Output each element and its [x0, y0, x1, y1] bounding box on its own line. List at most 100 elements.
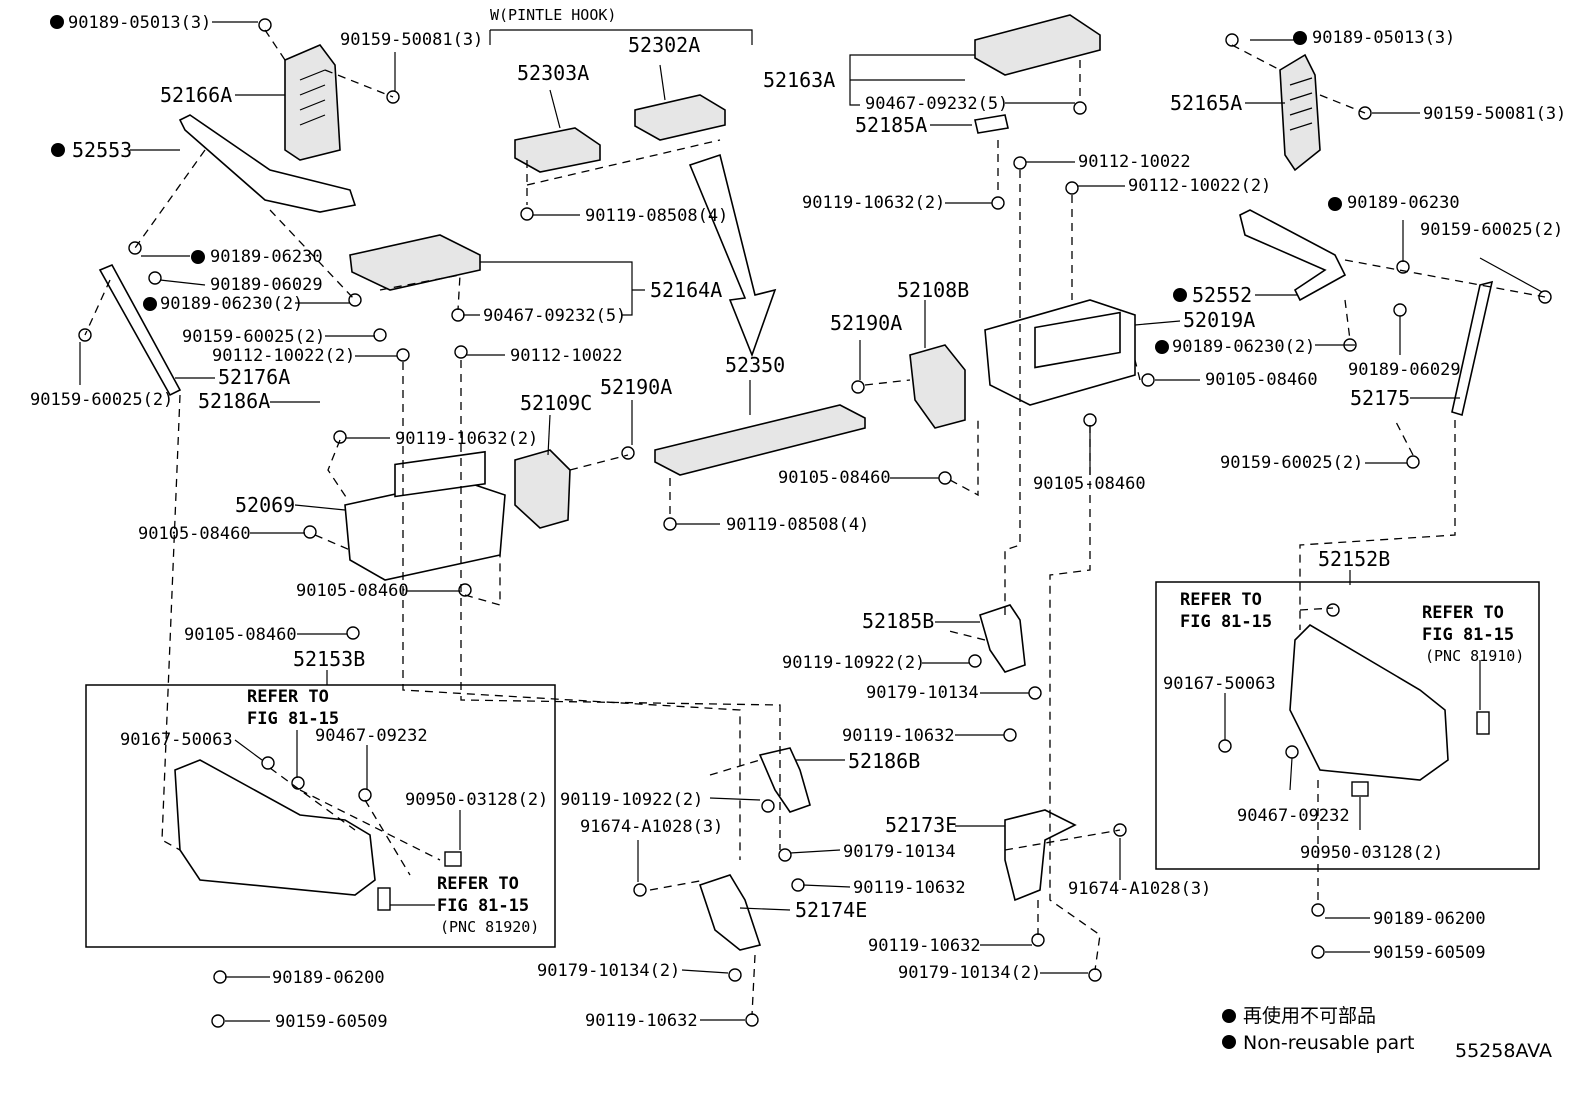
- label-52553: 52553: [72, 138, 132, 162]
- bracket-52174e-drawing: [698, 874, 762, 951]
- label-90467-09232-5-b: 90467-09232(5): [865, 94, 1008, 114]
- cover-52166a-drawing: [284, 44, 341, 161]
- label-90112-10022-2-right: 90112-10022(2): [1128, 176, 1271, 196]
- label-90467-09232-5-a: 90467-09232(5): [483, 306, 626, 326]
- label-90105-08460-e: 90105-08460: [778, 468, 891, 488]
- label-52165a: 52165A: [1170, 91, 1242, 115]
- refer-left-b-line1: REFER TO: [437, 874, 519, 894]
- label-90119-08508-4-b: 90119-08508(4): [726, 515, 869, 535]
- clip-52185a-drawing: [974, 114, 1009, 134]
- label-52350: 52350: [725, 353, 785, 377]
- cover-52108b-drawing: [909, 344, 966, 429]
- non-reusable-markers: [50, 15, 1342, 1049]
- label-90119-10922-2-a: 90119-10922(2): [560, 790, 703, 810]
- label-90189-06230-2-left: 90189-06230(2): [160, 294, 303, 314]
- label-52185a: 52185A: [855, 113, 927, 137]
- label-52152b: 52152B: [1318, 547, 1390, 571]
- refer-left-line2: FIG 81-15: [247, 709, 339, 729]
- label-90105-08460-c: 90105-08460: [184, 625, 297, 645]
- direction-arrow: [688, 153, 777, 358]
- label-52174e: 52174E: [795, 898, 867, 922]
- plate-52302a-drawing: [634, 94, 726, 141]
- label-52190a-a: 52190A: [600, 375, 672, 399]
- label-90189-06200-right: 90189-06200: [1373, 909, 1486, 929]
- strip-52176a-drawing: [98, 263, 182, 397]
- bracket-52553-drawing: [178, 114, 357, 213]
- label-90119-10922-2-b: 90119-10922(2): [782, 653, 925, 673]
- bracket-52173e-drawing: [1004, 809, 1077, 902]
- fastener-drawings: [78, 18, 1552, 1028]
- label-90189-05013-left: 90189-05013(3): [68, 13, 211, 33]
- label-90112-10022-right: 90112-10022: [1078, 152, 1191, 172]
- label-90105-08460-a: 90105-08460: [138, 524, 251, 544]
- label-90119-10632-right2: 90119-10632: [868, 936, 981, 956]
- label-90119-10632-right: 90119-10632: [842, 726, 955, 746]
- label-90105-08460-b: 90105-08460: [296, 581, 409, 601]
- label-90119-08508-4-a: 90119-08508(4): [585, 206, 728, 226]
- refer-right-b-line2: FIG 81-15: [1422, 625, 1514, 645]
- label-90167-50063-left: 90167-50063: [120, 730, 233, 750]
- label-52186a: 52186A: [198, 389, 270, 413]
- label-90159-50081-left: 90159-50081(3): [340, 30, 483, 50]
- label-90112-10022-mid: 90112-10022: [510, 346, 623, 366]
- label-90159-60509-right: 90159-60509: [1373, 943, 1486, 963]
- pnc-left: (PNC 81920): [440, 918, 539, 936]
- label-52069: 52069: [235, 493, 295, 517]
- label-90179-10134-2-b: 90179-10134(2): [898, 963, 1041, 983]
- label-90119-10632-mid: 90119-10632: [853, 878, 966, 898]
- label-52164a: 52164A: [650, 278, 722, 302]
- label-90159-60025-2-right2: 90159-60025(2): [1220, 453, 1363, 473]
- diagram-code: 55258AVA: [1455, 1040, 1552, 1062]
- label-90189-06029-right: 90189-06029: [1348, 360, 1461, 380]
- label-90467-09232-right: 90467-09232: [1237, 806, 1350, 826]
- part-drawings: [98, 14, 1494, 951]
- label-52190a-b: 52190A: [830, 311, 902, 335]
- plate-52164a-drawing: [349, 234, 481, 291]
- bumper-52153b-drawing: [174, 759, 376, 896]
- label-52153b: 52153B: [293, 647, 365, 671]
- label-90189-06029-left: 90189-06029: [210, 275, 323, 295]
- bracket-52185b-drawing: [979, 604, 1026, 673]
- bumper-52152b-drawing: [1289, 623, 1449, 781]
- label-90950-03128-2-right: 90950-03128(2): [1300, 843, 1443, 863]
- label-90179-10134-right: 90179-10134: [866, 683, 979, 703]
- bracket-52552-drawing: [1239, 209, 1347, 302]
- group-title-pintle-hook: W(PINTLE HOOK): [490, 6, 616, 24]
- label-90105-08460-d: 90105-08460: [1205, 370, 1318, 390]
- label-90119-10632-2-right: 90119-10632(2): [802, 193, 945, 213]
- bracket-52109c-drawing: [514, 449, 571, 529]
- label-90119-10632-2-left: 90119-10632(2): [395, 429, 538, 449]
- leader-lines: [79, 21, 1543, 1022]
- label-90189-06230-right: 90189-06230: [1347, 193, 1460, 213]
- cover-52165a-drawing: [1279, 53, 1321, 172]
- label-90112-10022-2-left: 90112-10022(2): [212, 346, 355, 366]
- legend: 再使用不可部品 Non-reusable part: [1243, 1005, 1414, 1054]
- label-90179-10134-2-a: 90179-10134(2): [537, 961, 680, 981]
- refer-right-a-line1: REFER TO: [1180, 590, 1262, 610]
- label-90189-06230-2-right: 90189-06230(2): [1172, 337, 1315, 357]
- label-52173e: 52173E: [885, 813, 957, 837]
- label-90167-50063-right: 90167-50063: [1163, 674, 1276, 694]
- legend-japanese: 再使用不可部品: [1243, 1005, 1376, 1027]
- bracket-52186b-drawing: [758, 747, 811, 813]
- label-90189-06200-left: 90189-06200: [272, 968, 385, 988]
- label-52186b: 52186B: [848, 749, 920, 773]
- legend-english: Non-reusable part: [1243, 1032, 1414, 1054]
- label-52185b: 52185B: [862, 609, 934, 633]
- label-90159-60025-2-a: 90159-60025(2): [182, 327, 325, 347]
- label-90159-60025-2-b: 90159-60025(2): [30, 390, 173, 410]
- detail-box-right: [1155, 581, 1540, 870]
- refer-right-a-line2: FIG 81-15: [1180, 612, 1272, 632]
- label-90159-50081-right: 90159-50081(3): [1423, 104, 1566, 124]
- bar-52350-drawing: [654, 404, 866, 476]
- label-90105-08460-f: 90105-08460: [1033, 474, 1146, 494]
- refer-right-b-line1: REFER TO: [1422, 603, 1504, 623]
- label-90159-60509-left: 90159-60509: [275, 1012, 388, 1032]
- label-52302a: 52302A: [628, 33, 700, 57]
- label-90950-03128-2-left: 90950-03128(2): [405, 790, 548, 810]
- detail-box-left: [85, 684, 556, 948]
- box-52069-drawing: [344, 479, 506, 581]
- label-90189-05013-right: 90189-05013(3): [1312, 28, 1455, 48]
- label-90189-06230-a: 90189-06230: [210, 247, 323, 267]
- label-90159-60025-2-right: 90159-60025(2): [1420, 220, 1563, 240]
